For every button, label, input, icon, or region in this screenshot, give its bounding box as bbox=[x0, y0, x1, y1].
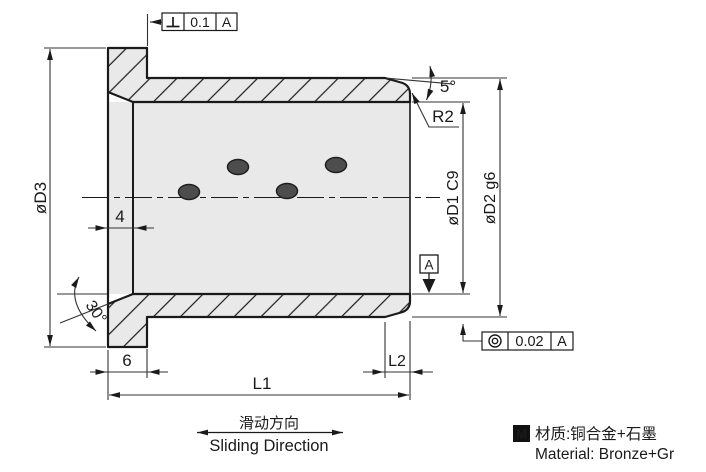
graphite-plug bbox=[226, 158, 250, 176]
outer-diameter-label: øD2 g6 bbox=[482, 172, 499, 225]
material-zh: 材质:铜合金+石墨 bbox=[535, 425, 657, 443]
bore-chamfer-length-label: 4 bbox=[115, 207, 124, 226]
concentricity-datum-ref: A bbox=[557, 334, 567, 350]
flange-diameter-label: øD3 bbox=[31, 182, 50, 214]
material-marker-icon bbox=[513, 425, 530, 442]
perpendicularity-icon bbox=[166, 17, 180, 28]
dimension-lines bbox=[47, 49, 503, 398]
graphite-plug bbox=[324, 156, 348, 174]
end-taper-length-label: L2 bbox=[388, 353, 406, 370]
datum-a-marker: A bbox=[419, 254, 439, 293]
fcf-leader bbox=[460, 324, 482, 342]
fcf-frame bbox=[481, 331, 574, 351]
lower-wall-hatching bbox=[108, 294, 410, 347]
material-en: Material: Bronze+Gr bbox=[535, 446, 674, 463]
overall-length-label: L1 bbox=[253, 374, 272, 393]
fcf-frame bbox=[161, 12, 238, 32]
end-taper-angle-label: 5° bbox=[440, 77, 456, 96]
perpendicularity-fcf: 0.1 A bbox=[150, 12, 238, 32]
sliding-direction-zh: 滑动方向 bbox=[239, 415, 299, 432]
inner-diameter-label: øD1 C9 bbox=[445, 170, 462, 225]
corner-radius-label: R2 bbox=[432, 107, 454, 126]
upper-wall-hatching bbox=[108, 48, 410, 102]
concentricity-fcf: 0.02 A bbox=[460, 324, 574, 351]
bore-chamfer-angle-label: 30° bbox=[82, 298, 110, 328]
sliding-direction-annotation: 滑动方向 Sliding Direction bbox=[197, 415, 343, 455]
datum-triangle-icon bbox=[422, 279, 436, 293]
perpendicularity-tolerance: 0.1 bbox=[190, 14, 210, 30]
sliding-direction-en: Sliding Direction bbox=[209, 437, 328, 455]
graphite-plug bbox=[275, 182, 299, 200]
material-note: M 材质:铜合金+石墨 Material: Bronze+Gr bbox=[513, 425, 674, 463]
graphite-plug bbox=[177, 183, 201, 201]
concentricity-icon bbox=[488, 334, 502, 348]
bushing-cross-section bbox=[82, 46, 440, 349]
perpendicularity-datum-ref: A bbox=[222, 14, 232, 30]
concentricity-tolerance: 0.02 bbox=[515, 334, 543, 350]
flange-thickness-label: 6 bbox=[122, 351, 131, 370]
graphite-plugs bbox=[177, 156, 348, 201]
datum-label: A bbox=[424, 258, 433, 273]
material-marker-letter: M bbox=[516, 427, 527, 442]
